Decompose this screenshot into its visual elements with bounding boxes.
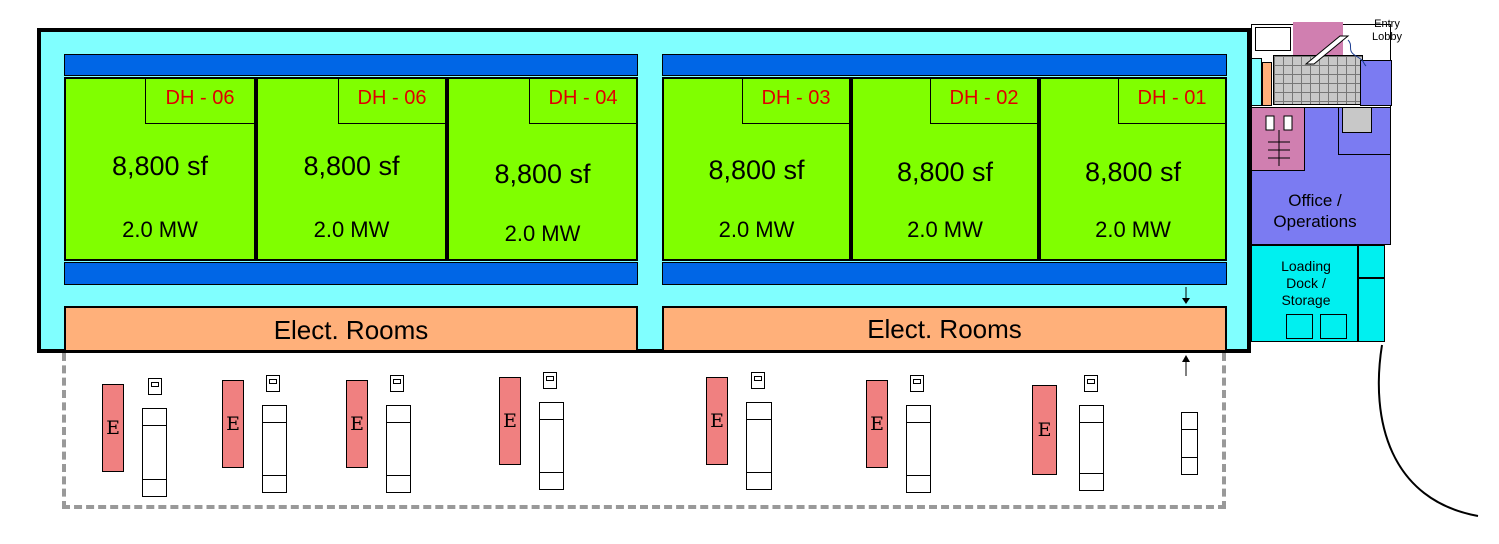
transformer-icon xyxy=(1084,375,1098,392)
data-hall[interactable]: DH - 01 8,800 sf 2.0 MW xyxy=(1039,77,1227,261)
fuel-tank xyxy=(906,405,931,493)
hall-tag: DH - 03 xyxy=(742,79,849,124)
hall-power: 2.0 MW xyxy=(907,217,983,242)
cooling-bar-top-right xyxy=(662,54,1227,76)
office-grey-box xyxy=(1342,107,1372,133)
fuel-tank xyxy=(386,405,411,493)
cooling-bar-bottom-right xyxy=(662,262,1227,285)
generator-letter: E xyxy=(870,413,884,435)
data-hall[interactable]: DH - 06 8,800 sf 2.0 MW xyxy=(256,77,447,261)
generator[interactable]: E xyxy=(102,384,124,472)
transformer-icon xyxy=(148,378,162,395)
generator[interactable]: E xyxy=(222,380,244,468)
lobby-white-block xyxy=(1255,27,1291,51)
loading-dock-label: Loading Dock / Storage xyxy=(1281,258,1331,308)
generator-letter: E xyxy=(106,417,120,439)
restroom-fixtures-icon xyxy=(1265,115,1293,166)
arrow-down-icon xyxy=(1182,287,1190,304)
lobby-pink-area xyxy=(1293,22,1343,56)
hall-area: 8,800 sf xyxy=(1084,157,1182,187)
hall-power: 2.0 MW xyxy=(504,221,581,246)
transformer-icon xyxy=(390,375,404,392)
hall-tag: DH - 06 xyxy=(145,79,254,124)
lobby-blue-wedge xyxy=(1360,60,1392,106)
lobby-left-cyan xyxy=(1251,58,1262,106)
fuel-tank xyxy=(746,402,772,490)
generator[interactable]: E xyxy=(499,377,521,465)
hall-area: 8,800 sf xyxy=(896,157,994,187)
hall-area: 8,800 sf xyxy=(708,155,805,185)
hall-power: 2.0 MW xyxy=(122,217,198,242)
transformer-icon xyxy=(543,372,557,389)
data-hall[interactable]: DH - 02 8,800 sf 2.0 MW xyxy=(851,77,1039,261)
office-pink-room xyxy=(1251,107,1305,171)
hall-power: 2.0 MW xyxy=(313,217,390,242)
electrical-room[interactable]: Elect. Rooms xyxy=(662,306,1227,352)
data-hall[interactable]: DH - 03 8,800 sf 2.0 MW xyxy=(662,77,851,261)
hall-power: 2.0 MW xyxy=(1095,217,1171,242)
fuel-tank xyxy=(1181,412,1198,475)
dock-door[interactable] xyxy=(1286,314,1313,339)
fuel-tank xyxy=(539,402,564,490)
generator-letter: E xyxy=(1037,419,1052,441)
transformer-icon xyxy=(751,372,765,389)
entry-lobby-label: Entry Lobby xyxy=(1372,18,1402,43)
generator[interactable]: E xyxy=(346,380,368,468)
driveway-curve xyxy=(1377,344,1479,517)
office-inner-wall xyxy=(1338,107,1391,155)
fuel-tank xyxy=(142,408,167,497)
generator-letter: E xyxy=(710,410,724,432)
hall-area: 8,800 sf xyxy=(111,151,209,181)
office-operations-label: Office / Operations xyxy=(1273,191,1357,231)
hall-tag: DH - 02 xyxy=(930,79,1037,124)
data-hall[interactable]: DH - 04 8,800 sf 2.0 MW xyxy=(447,77,638,261)
hall-tag: DH - 06 xyxy=(338,79,445,124)
data-hall[interactable]: DH - 06 8,800 sf 2.0 MW xyxy=(64,77,256,261)
generator[interactable]: E xyxy=(706,377,728,465)
cooling-bar-bottom-left xyxy=(64,262,638,285)
lobby-orange-strip xyxy=(1262,62,1272,106)
hall-power: 2.0 MW xyxy=(718,217,795,242)
dock-side-bay xyxy=(1358,245,1385,278)
transformer-icon xyxy=(910,375,924,392)
fuel-tank xyxy=(262,405,287,493)
transformer-icon xyxy=(266,375,280,392)
fuel-tank xyxy=(1079,405,1104,491)
generator-letter: E xyxy=(226,413,240,435)
generator-letter: E xyxy=(503,410,517,432)
hall-area: 8,800 sf xyxy=(494,159,591,189)
dock-door[interactable] xyxy=(1320,314,1347,339)
generator-letter: E xyxy=(350,413,364,435)
generator[interactable]: E xyxy=(1032,385,1057,475)
hall-area: 8,800 sf xyxy=(303,151,400,181)
lobby-stair-icon xyxy=(1304,35,1367,67)
equipment-yard-boundary xyxy=(62,353,1226,509)
generator[interactable]: E xyxy=(866,380,888,468)
dock-side-bay xyxy=(1358,278,1385,342)
hall-tag: DH - 01 xyxy=(1118,79,1225,124)
cooling-bar-top-left xyxy=(64,54,638,76)
arrow-up-icon xyxy=(1182,355,1190,376)
hall-tag: DH - 04 xyxy=(529,79,636,124)
electrical-room[interactable]: Elect. Rooms xyxy=(64,306,638,352)
